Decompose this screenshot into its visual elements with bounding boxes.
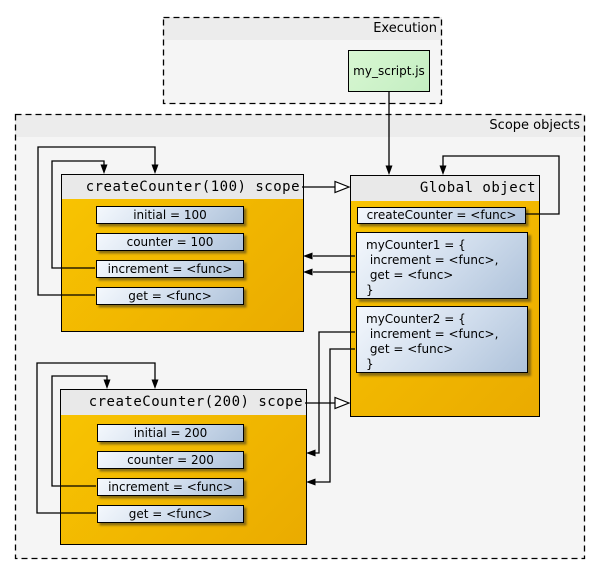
execution-container: Execution my_script.js [163,17,442,104]
counter100-scope-box: createCounter(100) scope initial = 100 c… [61,174,304,332]
var-my-counter1: myCounter1 = { increment = <func>, get =… [356,232,528,299]
var-my-counter2: myCounter2 = { increment = <func>, get =… [356,306,528,373]
var-counter-100: counter = 100 [96,233,244,251]
counter100-scope-title: createCounter(100) scope [62,175,303,199]
var-increment-100: increment = <func> [96,260,244,278]
var-get-100: get = <func> [96,287,244,305]
script-node: my_script.js [348,50,430,92]
counter200-scope-box: createCounter(200) scope initial = 200 c… [60,389,307,545]
execution-title: Execution [373,21,437,36]
var-create-counter: createCounter = <func> [357,207,526,224]
var-get-200: get = <func> [97,505,244,523]
var-increment-200: increment = <func> [97,478,244,496]
global-object-title: Global object [351,176,539,201]
var-initial-200: initial = 200 [97,424,244,442]
var-counter-200: counter = 200 [97,451,244,469]
var-initial-100: initial = 100 [96,206,244,224]
scope-objects-title: Scope objects [489,118,580,133]
counter200-scope-title: createCounter(200) scope [61,390,306,415]
global-object-box: Global object createCounter = <func> myC… [350,175,540,417]
